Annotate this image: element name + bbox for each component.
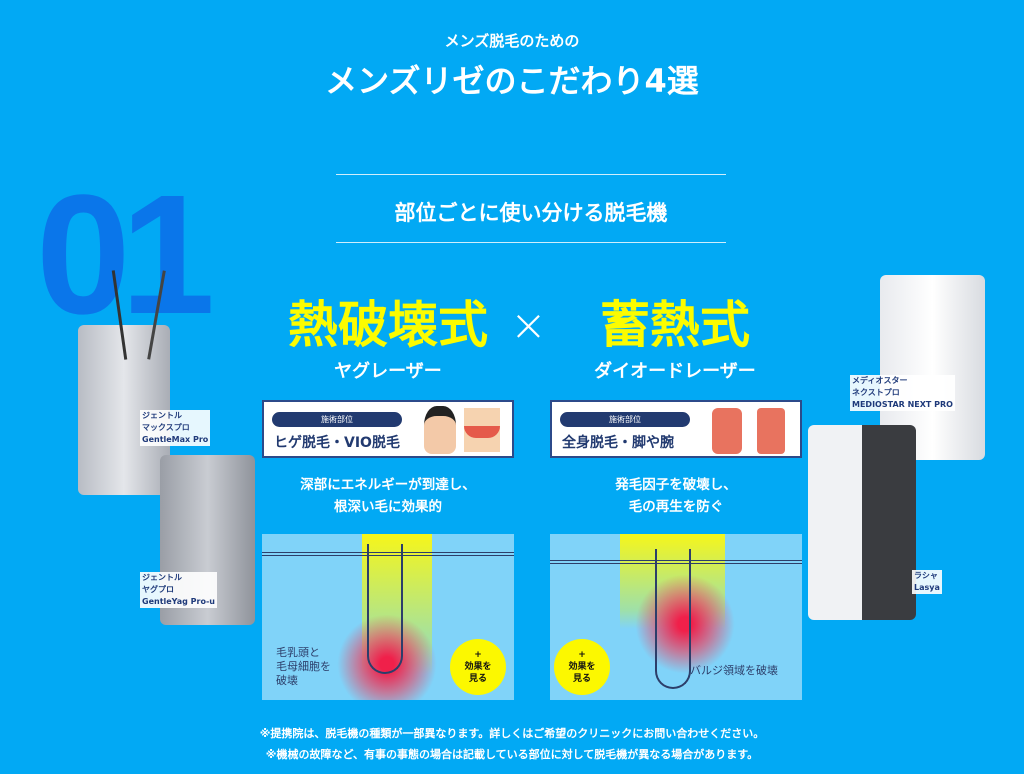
treatment-area-box: 施術部位 全身脱毛・脚や腕 bbox=[550, 400, 802, 458]
desc-line: 発毛因子を破壊し、 bbox=[615, 477, 737, 493]
method-type-diode: ダイオードレーザー bbox=[594, 361, 756, 382]
vio-icon bbox=[464, 408, 500, 452]
divider bbox=[336, 242, 726, 243]
face-icon bbox=[424, 406, 456, 454]
machine-name: ヤグプロ bbox=[140, 584, 217, 596]
lasya-machine-image bbox=[808, 425, 916, 620]
button-label: 見る bbox=[572, 674, 591, 684]
method-description: 発毛因子を破壊し、 毛の再生を防ぐ bbox=[550, 474, 802, 518]
machine-name: ネクストプロ bbox=[850, 387, 955, 399]
machine-label-gentlemax: ジェントル マックスプロ GentleMax Pro bbox=[140, 410, 211, 446]
machine-name-en: GentleYag Pro-u bbox=[140, 596, 217, 608]
label-line: 毛母細胞を bbox=[276, 660, 331, 673]
machine-label-mediostar: メディオスター ネクストプロ MEDIOSTAR NEXT PRO bbox=[850, 375, 955, 411]
header-subtitle: メンズ脱毛のための bbox=[444, 32, 580, 50]
label-line: バルジ領域を破壊 bbox=[690, 664, 778, 677]
treatment-area-label: 施術部位 bbox=[560, 412, 690, 427]
label-line: 破壊 bbox=[276, 674, 298, 687]
plus-icon: + bbox=[578, 650, 586, 660]
plus-icon: + bbox=[474, 650, 482, 660]
method-name-thermal-destruction: 熱破壊式 bbox=[288, 296, 488, 354]
machine-name-en: GentleMax Pro bbox=[140, 434, 211, 446]
treatment-area-box: 施術部位 ヒゲ脱毛・VIO脱毛 bbox=[262, 400, 514, 458]
page-title: メンズリゼのこだわり4選 bbox=[325, 62, 699, 100]
machine-name: ラシャ bbox=[912, 570, 942, 582]
desc-line: 毛の再生を防ぐ bbox=[628, 499, 724, 515]
machine-label-lasya: ラシャ Lasya bbox=[912, 570, 942, 594]
machine-name-en: MEDIOSTAR NEXT PRO bbox=[850, 399, 955, 411]
hair-follicle bbox=[655, 549, 691, 689]
machine-name: ジェントル bbox=[140, 410, 211, 422]
button-label: 効果を bbox=[464, 662, 492, 672]
machine-name: メディオスター bbox=[850, 375, 955, 387]
legs-icon bbox=[757, 408, 785, 454]
section-heading: 部位ごとに使い分ける脱毛機 bbox=[394, 201, 668, 225]
machine-name-en: Lasya bbox=[912, 582, 942, 594]
treatment-area-text: ヒゲ脱毛・VIO脱毛 bbox=[274, 435, 400, 451]
hair-diagram-diode: + 効果を 見る バルジ領域を破壊 bbox=[550, 534, 802, 700]
section-number: 01 bbox=[36, 160, 215, 350]
method-type-yag: ヤグレーザー bbox=[334, 361, 442, 382]
see-effect-button[interactable]: + 効果を 見る bbox=[554, 639, 610, 695]
hair-diagram-yag: 毛乳頭と 毛母細胞を 破壊 + 効果を 見る bbox=[262, 534, 514, 700]
divider bbox=[336, 174, 726, 175]
button-label: 効果を bbox=[568, 662, 596, 672]
hair-follicle bbox=[367, 544, 403, 674]
see-effect-button[interactable]: + 効果を 見る bbox=[450, 639, 506, 695]
desc-line: 深部にエネルギーが到達し、 bbox=[300, 477, 476, 493]
label-line: 毛乳頭と bbox=[276, 646, 320, 659]
desc-line: 根深い毛に効果的 bbox=[334, 499, 442, 515]
footnote: ※提携院は、脱毛機の種類が一部異なります。詳しくはご希望のクリニックにお問い合わ… bbox=[259, 727, 765, 740]
treatment-area-text: 全身脱毛・脚や腕 bbox=[562, 435, 674, 451]
machine-name: マックスプロ bbox=[140, 422, 211, 434]
method-description: 深部にエネルギーが到達し、 根深い毛に効果的 bbox=[262, 474, 514, 518]
machine-name: ジェントル bbox=[140, 572, 217, 584]
diagram-label: 毛乳頭と 毛母細胞を 破壊 bbox=[276, 646, 331, 688]
body-icon bbox=[712, 408, 742, 454]
treatment-area-label: 施術部位 bbox=[272, 412, 402, 427]
button-label: 見る bbox=[468, 674, 487, 684]
machine-label-gentleyag: ジェントル ヤグプロ GentleYag Pro-u bbox=[140, 572, 217, 608]
times-symbol: × bbox=[510, 300, 547, 351]
diagram-label: バルジ領域を破壊 bbox=[690, 664, 778, 678]
footnote: ※機械の故障など、有事の事態の場合は記載している部位に対して脱毛機が異なる場合が… bbox=[265, 748, 759, 761]
heat-glow bbox=[635, 574, 735, 674]
method-name-heat-storage: 蓄熱式 bbox=[600, 296, 750, 354]
